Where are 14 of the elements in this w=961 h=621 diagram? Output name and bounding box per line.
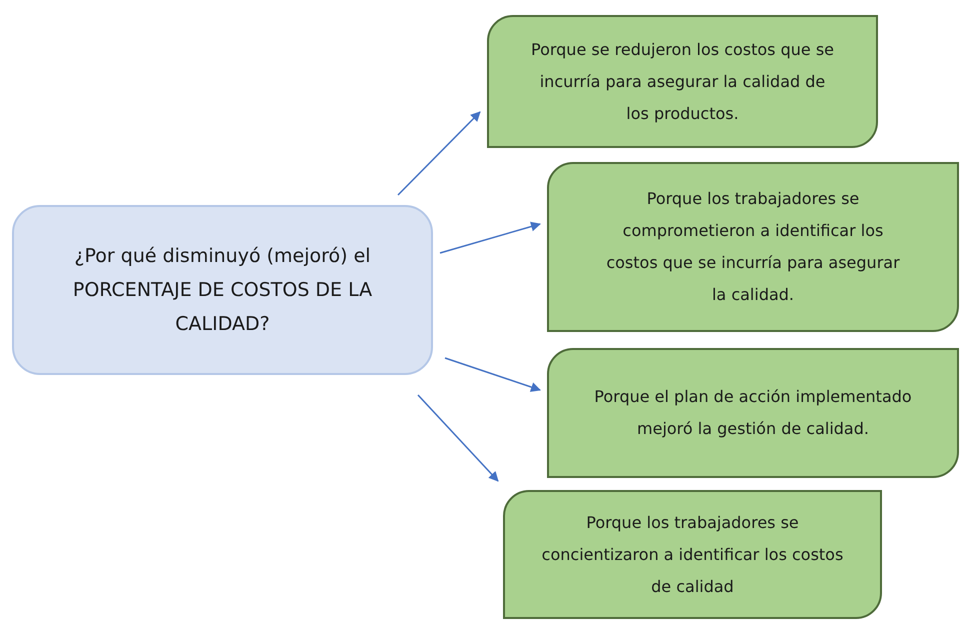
- answer-text: Porque los trabajadores se concientizaron a identificar los costos de calidad: [540, 512, 844, 598]
- question-box: [12, 205, 433, 375]
- question-text: ¿Por qué disminuyó (mejoró) el PORCENTAJE DE COSTOS DE LA CALIDAD?: [72, 244, 374, 337]
- arrow: [397, 111, 481, 196]
- answer-box: [547, 348, 959, 478]
- answer-text: Porque el plan de acción implementado mejoró la gestión de calidad.: [593, 386, 913, 440]
- answer-text: Porque se redujeron los costos que se incurría para asegurar la calidad de los productos.: [530, 38, 836, 124]
- answer-box: [503, 490, 882, 619]
- answer-box: [487, 15, 878, 148]
- arrow: [444, 357, 541, 392]
- answer-box: [547, 162, 959, 332]
- arrow: [417, 394, 499, 482]
- answer-text: Porque los trabajadores se comprometieron a identificar los costos que se incurría para asegurar la calidad.: [605, 188, 901, 306]
- arrow: [440, 222, 541, 254]
